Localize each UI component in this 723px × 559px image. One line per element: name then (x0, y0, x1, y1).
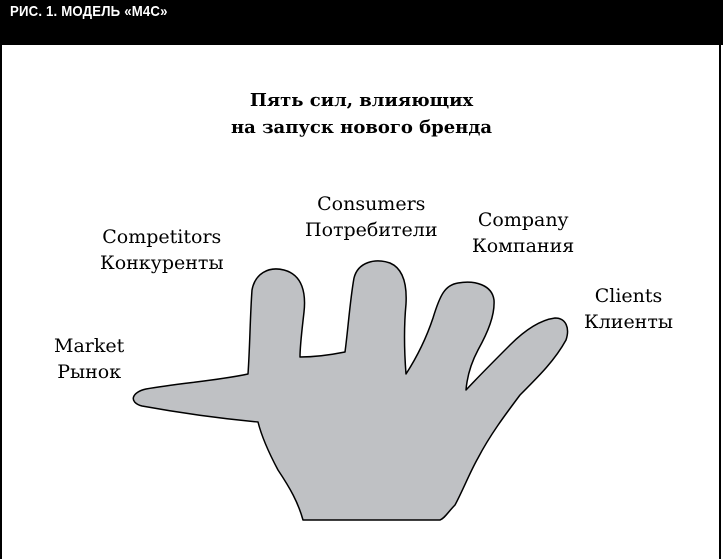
diagram-title: Пять сил, влияющих на запуск нового брен… (0, 87, 723, 141)
finger-label-russian: Конкуренты (100, 252, 224, 274)
finger-label-consumers: Consumers Потребители (305, 191, 438, 243)
finger-label-english: Company (477, 209, 569, 231)
finger-label-english: Consumers (317, 193, 426, 215)
finger-label-market: Market Рынок (54, 333, 124, 385)
hand-shape (132, 260, 569, 521)
finger-label-english: Market (54, 335, 125, 357)
finger-label-russian: Рынок (57, 361, 122, 383)
finger-label-english: Competitors (102, 226, 222, 248)
diagram-title-line-2: на запуск нового бренда (230, 117, 493, 138)
diagram-title-line-1: Пять сил, влияющих (249, 90, 474, 111)
finger-label-english: Clients (594, 285, 663, 307)
finger-label-russian: Потребители (305, 219, 438, 241)
figure-header-title: РИС. 1. МОДЕЛЬ «М4С» (10, 3, 168, 20)
finger-label-russian: Клиенты (584, 311, 673, 333)
finger-label-clients: Clients Клиенты (584, 283, 673, 335)
finger-label-competitors: Competitors Конкуренты (100, 224, 224, 276)
finger-label-russian: Компания (472, 235, 575, 257)
figure-header-bar: РИС. 1. МОДЕЛЬ «М4С» (0, 0, 723, 45)
finger-label-company: Company Компания (472, 207, 574, 259)
